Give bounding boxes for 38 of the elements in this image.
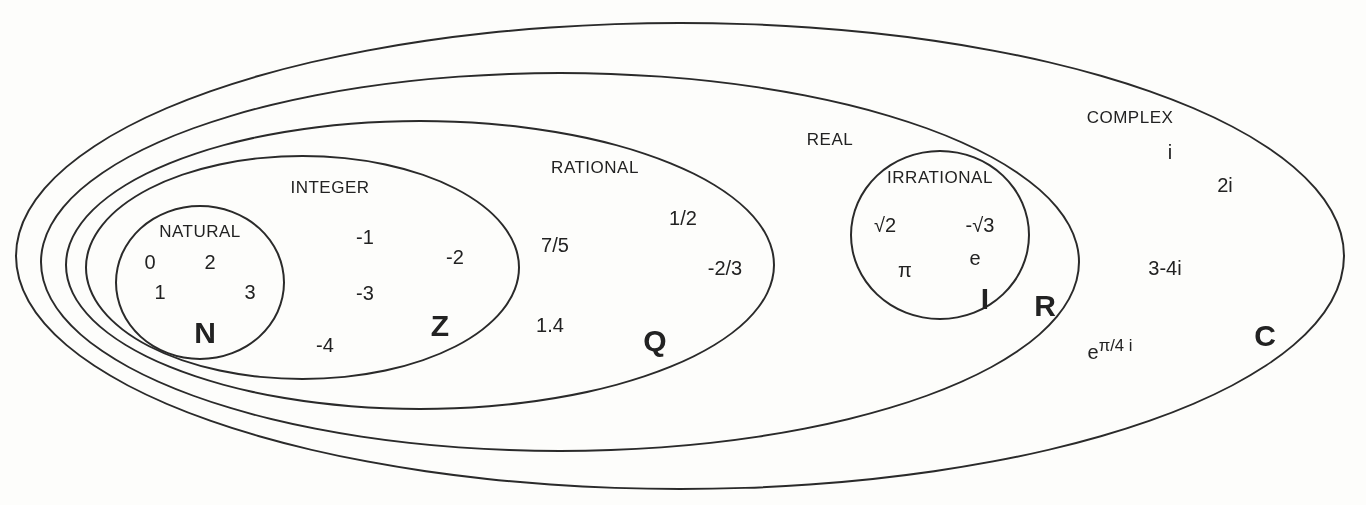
number-label: -2/3 <box>707 257 743 279</box>
number-label: 2i <box>1217 174 1233 196</box>
set-symbol: N <box>194 315 216 349</box>
number-label: -4 <box>316 334 334 356</box>
set-name: IRRATIONAL <box>887 168 993 188</box>
number-label: 2 <box>204 251 216 273</box>
number-label: π <box>898 259 912 281</box>
number-label: 0 <box>144 251 156 273</box>
set-name: NATURAL <box>159 222 241 242</box>
number-label: 3-4i <box>1148 257 1182 279</box>
number-label: 1 <box>154 281 166 303</box>
number-label: e <box>969 247 981 269</box>
number-label: √2 <box>873 214 897 236</box>
number-label: 1/2 <box>669 207 697 229</box>
number-label: -√3 <box>965 214 995 236</box>
set-name: INTEGER <box>290 178 370 198</box>
set-ellipse <box>85 155 520 380</box>
set-name: REAL <box>806 130 854 150</box>
set-ellipse <box>15 22 1345 490</box>
set-name: COMPLEX <box>1086 108 1174 128</box>
set-symbol: R <box>1034 288 1056 322</box>
set-ellipse <box>40 72 1080 452</box>
number-label: e$^{π/4 i}$ <box>1087 337 1133 363</box>
set-symbol: Z <box>430 308 450 342</box>
set-name: RATIONAL <box>551 158 639 178</box>
set-ellipse <box>65 120 775 410</box>
set-ellipse <box>850 150 1030 320</box>
number-label: 3 <box>244 281 256 303</box>
set-ellipse <box>115 205 285 360</box>
number-label: 1.4 <box>536 314 564 336</box>
set-symbol: Q <box>643 323 667 357</box>
number-label: -1 <box>356 226 374 248</box>
number-label: i <box>1167 141 1173 163</box>
number-label: 7/5 <box>541 234 569 256</box>
set-symbol: C <box>1254 318 1276 352</box>
number-label: -2 <box>446 246 464 268</box>
number-label: -3 <box>356 282 374 304</box>
set-symbol: I <box>980 281 990 315</box>
